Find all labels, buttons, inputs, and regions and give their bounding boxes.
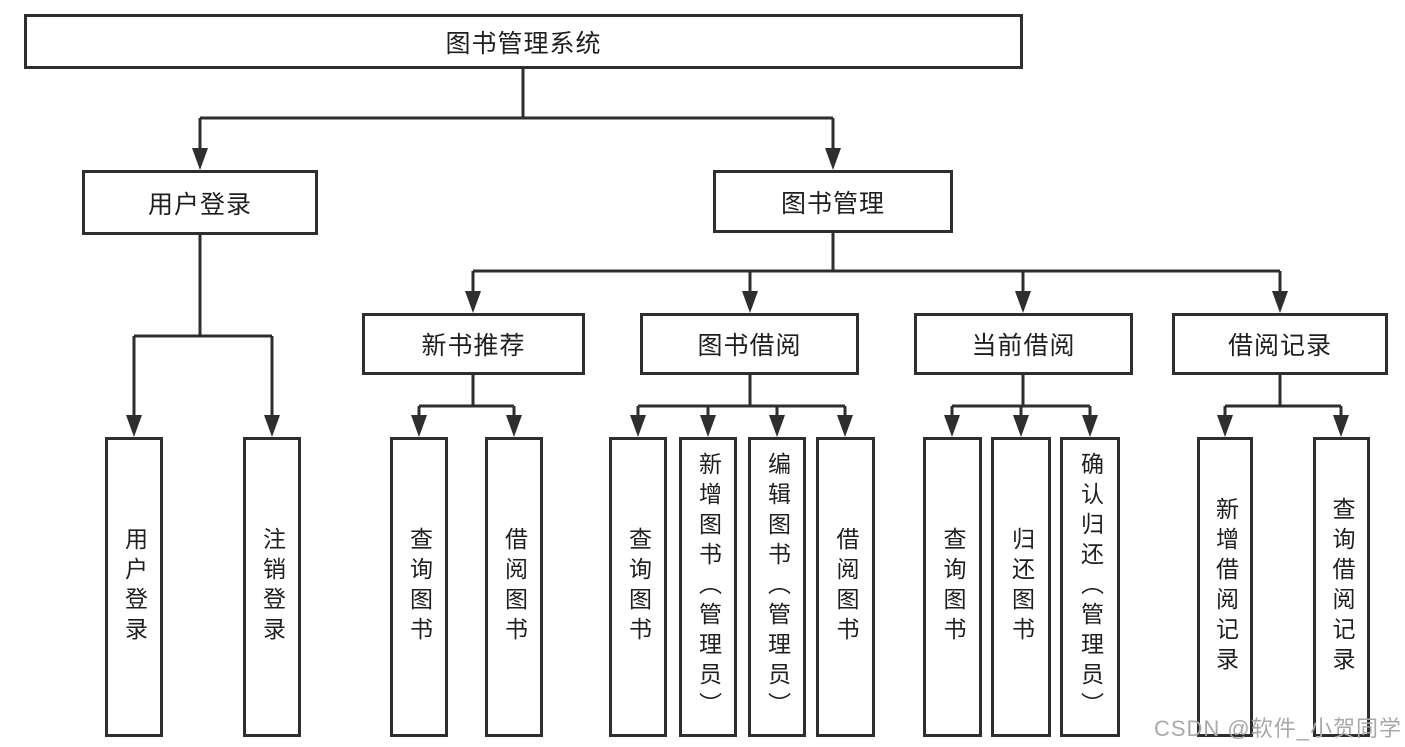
leaf-return-books: 归还图书 xyxy=(991,437,1051,737)
node-new-book-recommend-label: 新书推荐 xyxy=(421,332,526,360)
node-root-system: 图书管理系统 xyxy=(24,14,1023,69)
leaf-borrow-books: 借阅图书 xyxy=(816,437,875,737)
node-book-borrowing-label: 图书借阅 xyxy=(697,332,802,360)
leaf-add-books-admin: 新增图书（管理员） xyxy=(679,437,737,737)
leaf-confirm-return-admin-label: 确认归还（管理员） xyxy=(1077,452,1104,722)
leaf-edit-books-admin-label: 编辑图书（管理员） xyxy=(764,452,791,722)
leaf-query-books-current: 查询图书 xyxy=(923,437,982,737)
node-new-book-recommend: 新书推荐 xyxy=(362,313,585,375)
leaf-user-login-label: 用户登录 xyxy=(121,527,148,647)
node-book-borrowing: 图书借阅 xyxy=(640,313,859,375)
node-current-borrowing: 当前借阅 xyxy=(914,313,1133,375)
leaf-query-books-new: 查询图书 xyxy=(390,437,448,737)
leaf-add-books-admin-label: 新增图书（管理员） xyxy=(695,452,722,722)
leaf-query-books-borrow-label: 查询图书 xyxy=(625,527,652,647)
node-book-management-label: 图书管理 xyxy=(780,189,885,218)
leaf-add-borrow-record-label: 新增借阅记录 xyxy=(1212,497,1239,677)
node-user-login-label: 用户登录 xyxy=(147,190,252,219)
leaf-borrow-books-new-label: 借阅图书 xyxy=(501,527,528,647)
leaf-query-borrow-record-label: 查询借阅记录 xyxy=(1329,497,1355,677)
leaf-logout-label: 注销登录 xyxy=(259,527,286,647)
leaf-confirm-return-admin: 确认归还（管理员） xyxy=(1060,437,1120,737)
node-borrowing-records-label: 借阅记录 xyxy=(1227,332,1332,360)
leaf-edit-books-admin: 编辑图书（管理员） xyxy=(748,437,806,737)
leaf-return-books-label: 归还图书 xyxy=(1008,527,1035,647)
connector-strokes xyxy=(132,68,1343,417)
leaf-logout: 注销登录 xyxy=(243,437,301,737)
node-root-label: 图书管理系统 xyxy=(445,29,602,58)
csdn-watermark: CSDN @软件_小贺同学 xyxy=(1153,716,1402,741)
leaf-add-borrow-record: 新增借阅记录 xyxy=(1197,437,1253,737)
leaf-query-books-new-label: 查询图书 xyxy=(406,527,433,647)
leaf-query-books-borrow: 查询图书 xyxy=(609,437,667,737)
node-current-borrowing-label: 当前借阅 xyxy=(971,332,1076,360)
arrowheads xyxy=(126,148,1349,437)
leaf-borrow-books-label: 借阅图书 xyxy=(833,527,859,647)
leaf-user-login: 用户登录 xyxy=(105,437,163,737)
node-book-management: 图书管理 xyxy=(713,170,953,233)
node-borrowing-records: 借阅记录 xyxy=(1172,313,1388,375)
node-user-login: 用户登录 xyxy=(82,170,318,235)
leaf-borrow-books-new: 借阅图书 xyxy=(485,437,543,737)
leaf-query-borrow-record: 查询借阅记录 xyxy=(1313,437,1370,737)
leaf-query-books-current-label: 查询图书 xyxy=(940,527,966,647)
